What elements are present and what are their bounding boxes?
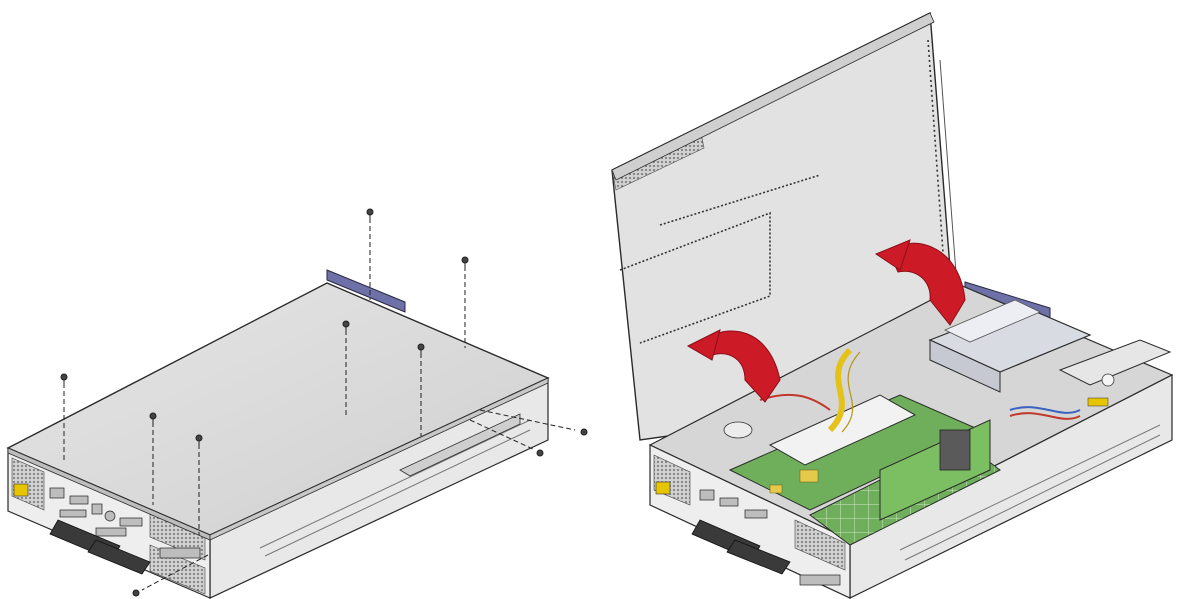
lift-arrow-icon [699, 330, 781, 403]
signal-cable [1009, 406, 1081, 414]
screw-icon [60, 373, 68, 462]
power-cable-bundle [827, 347, 853, 433]
screw-icon [149, 412, 157, 505]
side-rail-bracket [399, 413, 521, 477]
cpu-heatsink [939, 429, 971, 471]
closed-chassis [6, 208, 588, 599]
rear-handle [326, 269, 406, 313]
warning-label [655, 481, 671, 495]
io-ports [49, 487, 201, 559]
chassis-front-panel [649, 444, 851, 599]
lift-arrow-icon [887, 242, 966, 326]
power-connector [726, 539, 791, 575]
warning-label [13, 483, 29, 497]
screw-icon [195, 434, 203, 535]
power-supply-label [1087, 397, 1109, 407]
screw-icon [366, 208, 374, 300]
screw-icon [461, 256, 469, 348]
power-connector [87, 539, 151, 575]
open-chassis [611, 11, 1174, 599]
screw-icon [342, 320, 350, 418]
screw-icon [469, 409, 588, 457]
screw-icon [417, 343, 425, 436]
speaker [723, 421, 753, 439]
screw-icon [132, 554, 209, 597]
screw-group [60, 208, 588, 597]
fan-hub [1101, 373, 1115, 387]
drive-bay [1058, 339, 1172, 386]
